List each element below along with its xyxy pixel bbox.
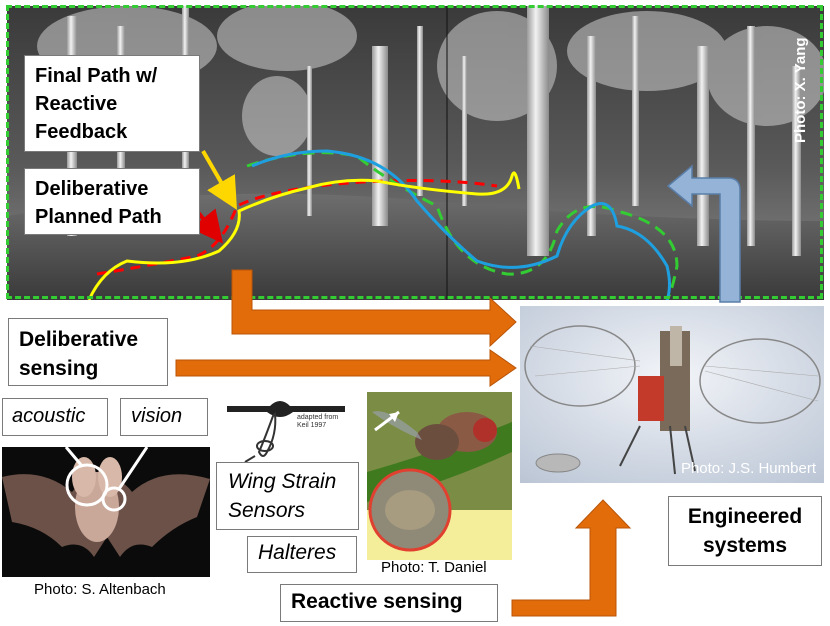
wing-strain-label: Wing Strain Sensors bbox=[216, 462, 359, 530]
bat-image bbox=[2, 447, 210, 577]
engineered-line-1: Engineered bbox=[687, 505, 803, 528]
orange-arrow-sensing-to-robot bbox=[175, 349, 517, 387]
fly-image bbox=[367, 392, 512, 560]
blue-arrow-robot-to-forest bbox=[666, 164, 741, 303]
deliberative-path-line-1: Deliberative bbox=[35, 178, 149, 200]
forest-panel: Photo: X. Yang bbox=[7, 6, 824, 300]
final-path-line-2: Reactive bbox=[35, 93, 118, 115]
engineered-systems-label: Engineered systems bbox=[668, 496, 822, 566]
adapted-from-text: adapted from Keil 1997 bbox=[297, 414, 338, 430]
deliberative-path-line-2: Planned Path bbox=[35, 206, 162, 228]
wing-strain-line-2: Sensors bbox=[228, 499, 306, 522]
final-path-line-3: Feedback bbox=[35, 121, 128, 143]
robot-photo: Photo: J.S. Humbert bbox=[520, 306, 824, 483]
reactive-sensing-label: Reactive sensing bbox=[280, 584, 498, 622]
wing-strain-line-1: Wing Strain bbox=[228, 470, 337, 493]
acoustic-label: acoustic bbox=[2, 398, 108, 436]
sensor-diagram: adapted from Keil 1997 bbox=[225, 394, 355, 464]
vision-label: vision bbox=[120, 398, 208, 436]
bat-photo-credit: Photo: S. Altenbach bbox=[34, 581, 166, 598]
deliberative-sensing-label: Deliberative sensing bbox=[8, 318, 168, 386]
bat-photo bbox=[2, 447, 210, 577]
orange-arrow-reactive-to-robot bbox=[511, 499, 632, 617]
deliberative-sensing-line-1: Deliberative bbox=[19, 328, 139, 351]
orange-arrow-forest-to-robot bbox=[231, 269, 517, 348]
engineered-line-2: systems bbox=[702, 534, 788, 557]
final-path-line-1: Final Path w/ bbox=[35, 65, 158, 87]
adapted-line-1: adapted from bbox=[297, 414, 339, 421]
final-path-label: Final Path w/ Reactive Feedback bbox=[24, 55, 200, 152]
halteres-label: Halteres bbox=[247, 536, 357, 573]
robot-photo-credit: Photo: J.S. Humbert bbox=[680, 460, 816, 477]
adapted-line-2: Keil 1997 bbox=[297, 422, 327, 429]
deliberative-path-label: Deliberative Planned Path bbox=[24, 168, 200, 235]
robot-image bbox=[520, 306, 824, 483]
forest-panel-border bbox=[6, 5, 823, 299]
fly-photo bbox=[367, 392, 512, 560]
deliberative-sensing-line-2: sensing bbox=[19, 357, 99, 380]
fly-photo-credit: Photo: T. Daniel bbox=[381, 559, 487, 576]
